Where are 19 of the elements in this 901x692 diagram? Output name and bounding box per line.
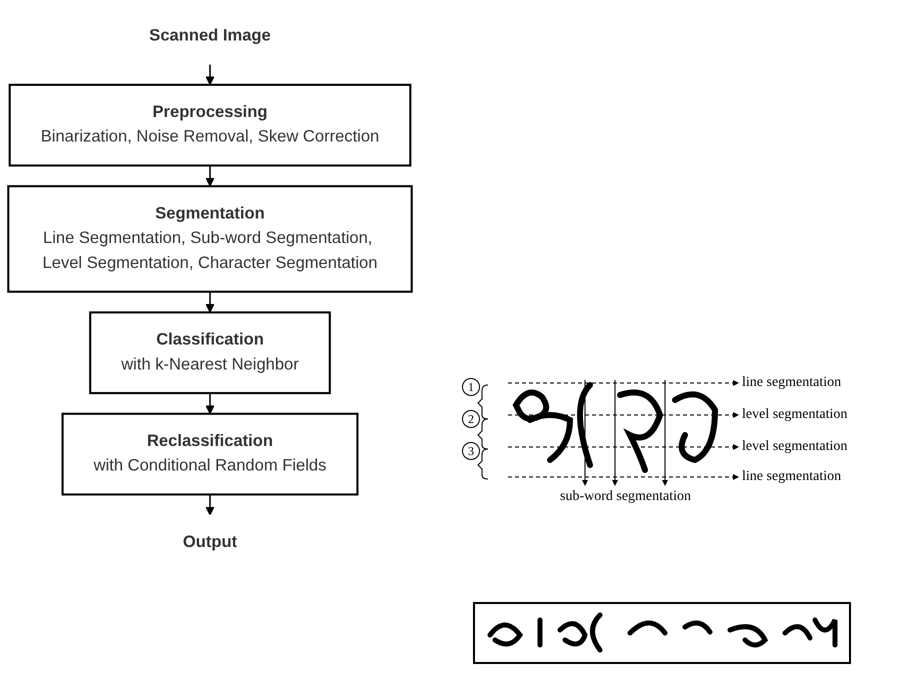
callout-number: 3 xyxy=(462,442,480,460)
segmentation-label: level segmentation xyxy=(742,407,848,423)
callout-number: 1 xyxy=(462,378,480,396)
segmentation-label: line segmentation xyxy=(742,469,842,485)
segmentation-label: level segmentation xyxy=(742,439,848,455)
segmentation-label: sub-word segmentation xyxy=(560,489,692,505)
node-text: Scanned Image xyxy=(149,26,271,44)
node-box: Segmentation Line Segmentation, Sub-word Segmentation, Level Segmentation, Character Segmentation xyxy=(7,185,413,293)
node-box: Preprocessing Binarization, Noise Removal, Skew Correction xyxy=(8,84,412,167)
node-text: Output xyxy=(182,534,238,552)
arrow xyxy=(205,494,215,516)
arrow xyxy=(205,393,215,414)
arrow xyxy=(205,292,215,313)
arrow xyxy=(205,166,215,187)
segmentation-label: line segmentation xyxy=(742,375,842,391)
arrow xyxy=(205,64,215,86)
callout-number: 2 xyxy=(462,410,480,428)
node-box: Classification with k-Nearest Neighbor xyxy=(89,311,331,394)
node-box: Reclassification with Conditional Random Fields xyxy=(62,412,358,496)
